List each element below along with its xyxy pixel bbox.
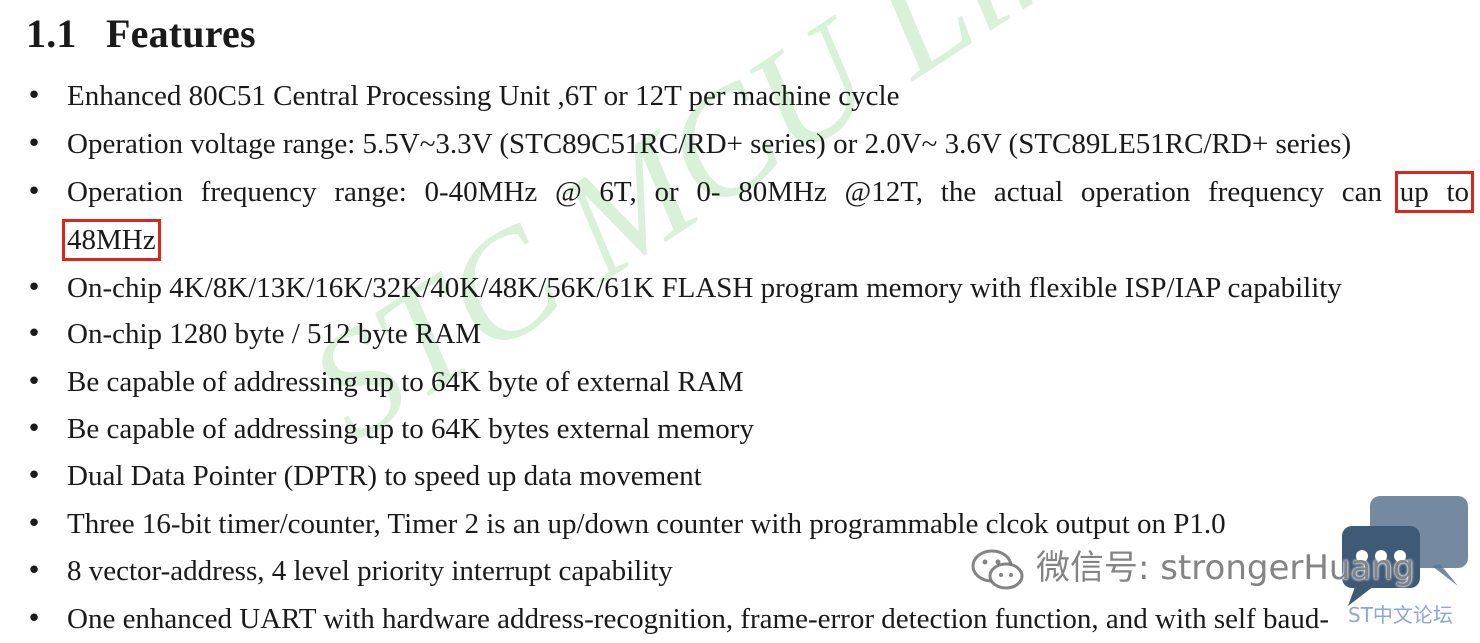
bullet-icon: • — [26, 129, 42, 159]
feature-text: Dual Data Pointer (DPTR) to speed up dat… — [67, 460, 702, 492]
highlight-box: up to — [1394, 171, 1475, 213]
feature-text: Operation voltage range: 5.5V~3.3V (STC8… — [67, 128, 1352, 160]
feature-text: One enhanced UART with hardware address-… — [67, 603, 1329, 635]
list-item: • 8 vector-address, 4 level priority int… — [0, 547, 1480, 595]
bullet-icon: • — [26, 414, 42, 444]
list-item: • Enhanced 80C51 Central Processing Unit… — [0, 72, 1480, 120]
section-title: Features — [106, 11, 256, 56]
bullet-icon: • — [26, 81, 42, 111]
forum-label: ST中文论坛 — [1348, 603, 1453, 627]
feature-text-part: Operation frequency range: 0-40MHz @ 6T,… — [67, 176, 1382, 208]
wechat-icon — [971, 549, 1024, 589]
list-item: • On-chip 1280 byte / 512 byte RAM — [0, 310, 1480, 358]
bullet-icon: • — [26, 604, 42, 634]
bullet-icon: • — [26, 273, 42, 303]
list-item: • Dual Data Pointer (DPTR) to speed up d… — [0, 452, 1480, 500]
chat-bubble-icon — [1342, 496, 1468, 606]
feature-text: On-chip 1280 byte / 512 byte RAM — [67, 318, 482, 350]
wechat-watermark: 微信号: strongerHuang — [970, 540, 1440, 596]
feature-text: Three 16-bit timer/counter, Timer 2 is a… — [67, 508, 1226, 540]
wechat-label: 微信号: strongerHuang — [1036, 548, 1415, 588]
section-heading: 1.1 Features — [26, 10, 256, 57]
feature-text: Enhanced 80C51 Central Processing Unit ,… — [67, 80, 900, 112]
bullet-icon: • — [26, 556, 42, 586]
feature-text: Be capable of addressing up to 64K byte … — [67, 366, 744, 398]
bullet-icon: • — [26, 367, 42, 397]
feature-text: 8 vector-address, 4 level priority inter… — [67, 555, 673, 587]
list-item: • Three 16-bit timer/counter, Timer 2 is… — [0, 500, 1480, 548]
bullet-icon: • — [26, 509, 42, 539]
list-item: • On-chip 4K/8K/13K/16K/32K/40K/48K/56K/… — [0, 264, 1480, 312]
bullet-icon: • — [26, 177, 42, 207]
section-number: 1.1 — [26, 11, 77, 56]
list-item: • Be capable of addressing up to 64K byt… — [0, 358, 1480, 406]
bullet-icon: • — [26, 319, 42, 349]
bullet-icon: • — [26, 461, 42, 491]
feature-text: On-chip 4K/8K/13K/16K/32K/40K/48K/56K/61… — [67, 272, 1342, 304]
list-item: • One enhanced UART with hardware addres… — [0, 595, 1480, 643]
feature-text: Be capable of addressing up to 64K bytes… — [67, 413, 754, 445]
highlight-box: 48MHz — [62, 219, 161, 261]
list-item-continuation: 48MHz — [62, 216, 161, 264]
feature-text: Operation frequency range: 0-40MHz @ 6T,… — [67, 168, 1475, 216]
list-item: • Operation frequency range: 0-40MHz @ 6… — [0, 168, 1480, 216]
list-item: • Operation voltage range: 5.5V~3.3V (ST… — [0, 120, 1480, 168]
list-item: • Be capable of addressing up to 64K byt… — [0, 405, 1480, 453]
